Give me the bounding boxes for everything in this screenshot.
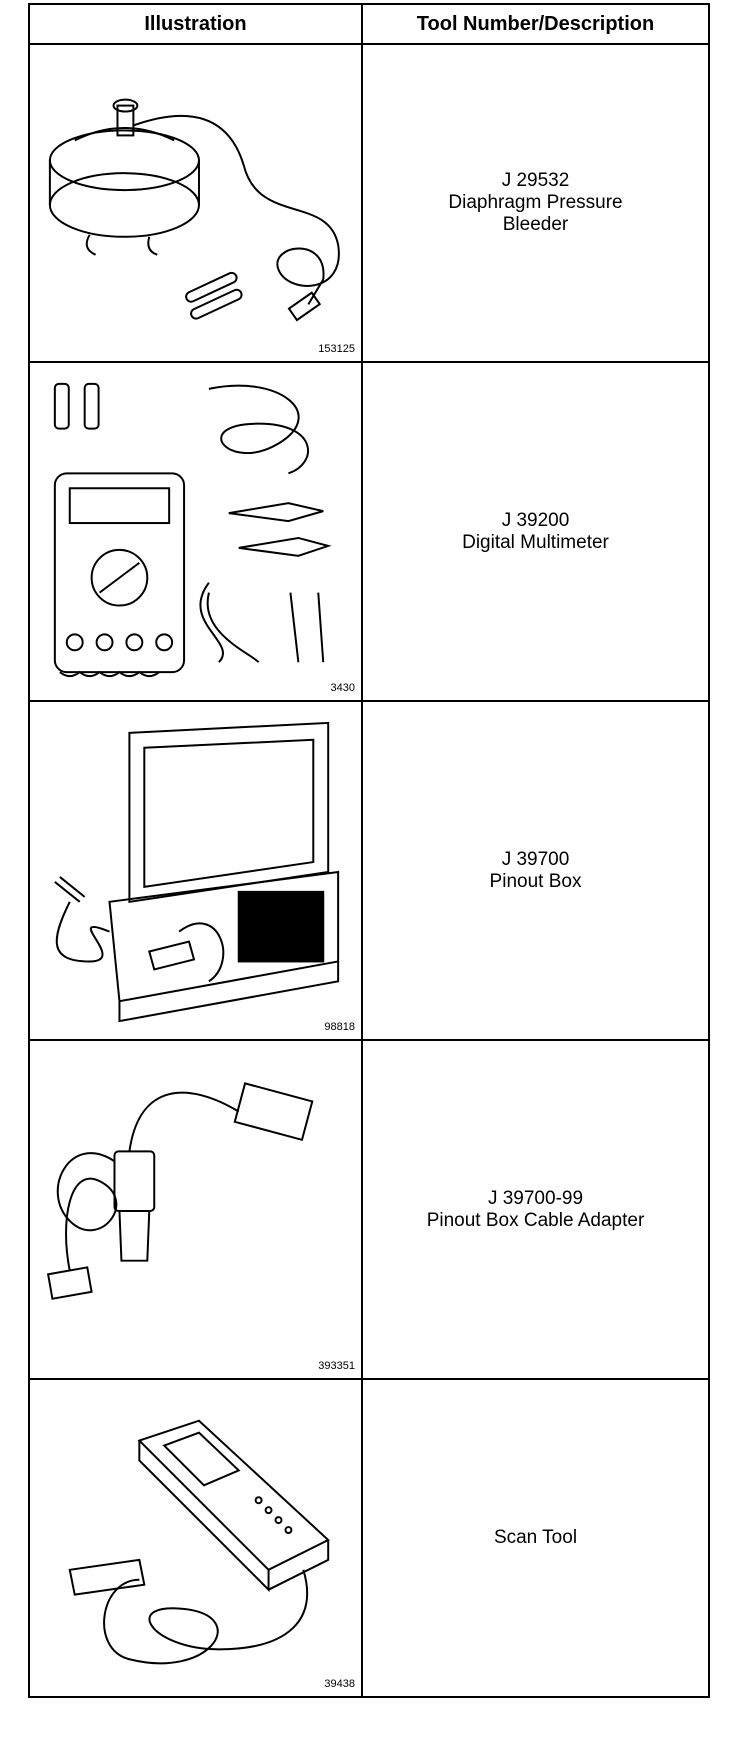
- pinout-box-illustration: [54, 721, 340, 1023]
- pressure-bleeder-illustration: [48, 98, 340, 322]
- table-row: 153125 J 29532 Diaphragm Pressure Bleede…: [28, 43, 710, 363]
- tool-description-line1: Diaphragm Pressure: [448, 192, 623, 213]
- table-row: 39438 Scan Tool: [28, 1378, 710, 1698]
- scan-tool-illustration: [68, 1419, 330, 1665]
- illustration-cell: 393351: [28, 1039, 363, 1380]
- tool-description-cell: J 39700-99 Pinout Box Cable Adapter: [361, 1039, 710, 1380]
- table-row: 393351 J 39700-99 Pinout Box Cable Adapt…: [28, 1039, 710, 1380]
- multimeter-illustration: [53, 382, 332, 678]
- table-header-row: Illustration Tool Number/Description: [28, 3, 710, 45]
- cable-adapter-illustration: [46, 1082, 314, 1300]
- table-row: 3430 J 39200 Digital Multimeter: [28, 361, 710, 702]
- header-illustration: Illustration: [28, 3, 363, 45]
- tool-number: J 39700: [501, 848, 570, 870]
- tool-description-line1: Pinout Box: [489, 870, 582, 892]
- figure-number: 39438: [324, 1678, 355, 1690]
- tool-description-line1: Digital Multimeter: [462, 531, 609, 553]
- figure-number: 98818: [324, 1021, 355, 1033]
- illustration-cell: 98818: [28, 700, 363, 1041]
- header-tool: Tool Number/Description: [361, 3, 710, 45]
- tool-description-cell: J 39200 Digital Multimeter: [361, 361, 710, 702]
- figure-number: 153125: [318, 343, 355, 355]
- table-row: 98818 J 39700 Pinout Box: [28, 700, 710, 1041]
- tool-number: J 39700-99: [487, 1187, 584, 1209]
- tool-description-line1: Scan Tool: [493, 1527, 578, 1548]
- tool-description-line2: Bleeder: [502, 214, 569, 235]
- tool-number: J 39200: [501, 509, 570, 531]
- tools-table: Illustration Tool Number/Description 153…: [28, 3, 710, 1698]
- tool-description-cell: Scan Tool: [361, 1378, 710, 1698]
- illustration-cell: 153125: [28, 43, 363, 363]
- tool-description-cell: J 39700 Pinout Box: [361, 700, 710, 1041]
- tool-number: J 29532: [501, 170, 570, 191]
- figure-number: 393351: [318, 1360, 355, 1372]
- illustration-cell: 39438: [28, 1378, 363, 1698]
- figure-number: 3430: [330, 682, 355, 694]
- tool-description-line1: Pinout Box Cable Adapter: [426, 1209, 645, 1231]
- illustration-cell: 3430: [28, 361, 363, 702]
- tool-description-cell: J 29532 Diaphragm Pressure Bleeder: [361, 43, 710, 363]
